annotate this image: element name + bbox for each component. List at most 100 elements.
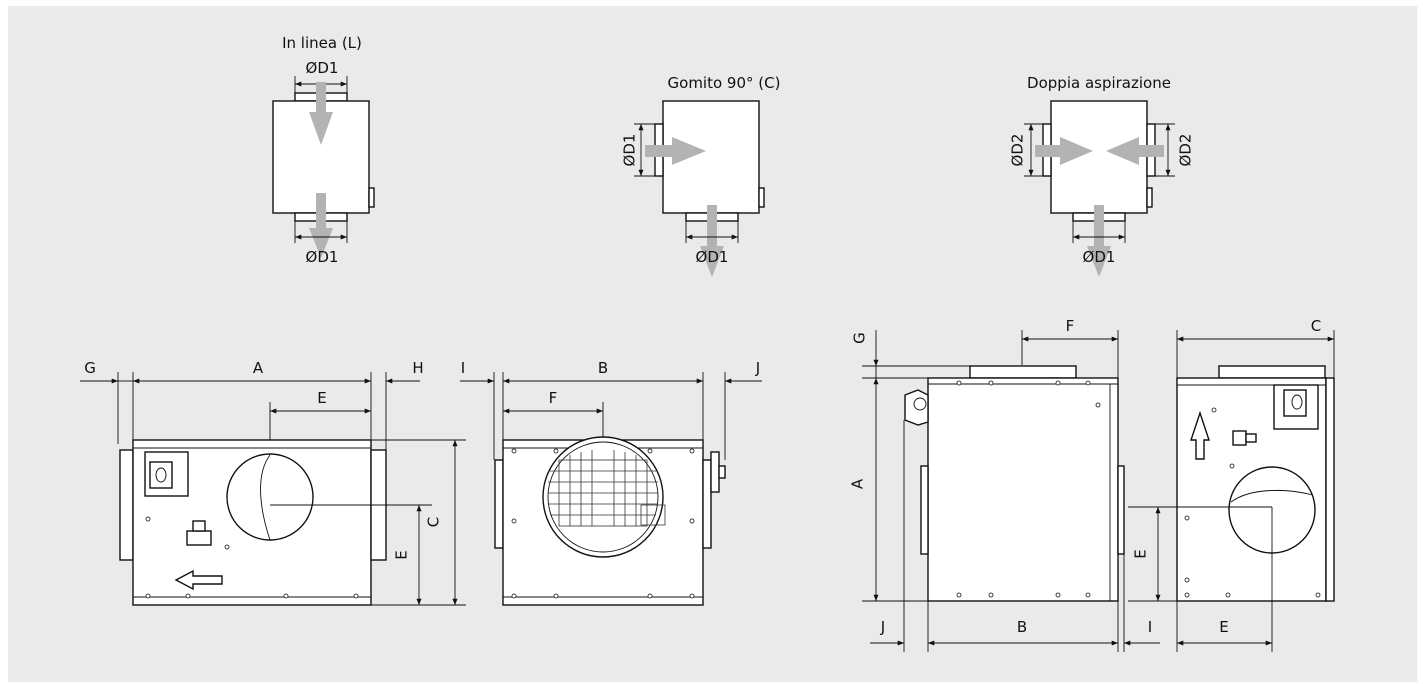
fan-box [662, 100, 760, 214]
side-terminal [368, 187, 375, 208]
side-terminal [758, 187, 765, 208]
config-title-gomito: Gomito 90° (C) [668, 74, 781, 92]
dim-label-a: A [849, 478, 867, 489]
unit-body [927, 377, 1119, 602]
dim-label-e: E [1219, 618, 1228, 636]
flow-arrow-icon [1106, 137, 1164, 165]
screw [647, 593, 653, 599]
dim-label-g: G [851, 332, 869, 344]
screw [1055, 380, 1061, 386]
view-front: G A H E [80, 359, 466, 606]
terminal-box-inner [1283, 389, 1307, 417]
impeller-curve [1230, 489, 1314, 503]
dim-label-b: B [1017, 618, 1027, 636]
config-in-linea: In linea (L) ØD1 ØD1 [272, 34, 375, 266]
terminal-plug [718, 465, 726, 479]
screw [988, 592, 994, 598]
view-inlet: I B J F [460, 359, 762, 606]
config-title-in-linea: In linea (L) [282, 34, 362, 52]
screw [689, 518, 695, 524]
screw [689, 593, 695, 599]
top-collar [969, 365, 1077, 379]
duct-label-bottom: ØD1 [696, 248, 729, 266]
flow-arrow-icon [1087, 205, 1111, 277]
side-collar [119, 449, 134, 561]
screw [553, 593, 559, 599]
dim-label-e-vertical: E [393, 550, 411, 559]
dim-label-c: C [1311, 317, 1321, 335]
screw [956, 380, 962, 386]
terminal-box-inner [149, 461, 173, 489]
flow-arrow-icon [1035, 137, 1093, 165]
duct-label-right: ØD2 [1177, 134, 1195, 167]
mounting-symbol [1232, 430, 1247, 446]
airflow-direction-icon [1190, 410, 1210, 460]
side-flange [1117, 465, 1125, 555]
dim-label-i: I [461, 359, 465, 377]
screw [185, 593, 191, 599]
dim-label-a: A [253, 359, 264, 377]
screw [1085, 380, 1091, 386]
terminal-knob [913, 397, 927, 411]
flow-arrow-icon [645, 137, 706, 165]
terminal-box-icon [710, 451, 720, 493]
airflow-direction-icon [174, 569, 223, 591]
screw [1184, 577, 1190, 583]
dim-label-h: H [412, 359, 423, 377]
impeller-curve [260, 454, 271, 541]
screw [1095, 402, 1101, 408]
side-flange [702, 459, 712, 549]
view-back: C E [1128, 317, 1335, 652]
dim-label-g: G [84, 359, 96, 377]
screw [1184, 515, 1190, 521]
screw [553, 448, 559, 454]
dim-label-j: J [880, 618, 885, 636]
side-terminal [1146, 187, 1153, 208]
duct-label-bottom: ØD1 [1083, 248, 1116, 266]
side-flange [920, 465, 929, 555]
terminal-knob [1291, 394, 1303, 410]
screw [283, 593, 289, 599]
side-panel [1325, 377, 1335, 602]
inlet-ring-inner [547, 441, 659, 553]
flow-arrow-icon [700, 205, 724, 277]
dim-label-j: J [755, 359, 760, 377]
screw [647, 448, 653, 454]
duct-label-left: ØD2 [1009, 134, 1027, 167]
dim-label-c: C [425, 517, 443, 527]
duct-label-bottom: ØD1 [306, 248, 339, 266]
duct-label-side: ØD1 [621, 134, 639, 167]
screw [956, 592, 962, 598]
dim-label-f: F [549, 389, 558, 407]
screw [353, 593, 359, 599]
fan-outlet-circle [226, 453, 314, 541]
screw [1184, 592, 1190, 598]
screw [689, 448, 695, 454]
view-side: F G A [849, 317, 1160, 652]
terminal-knob [155, 467, 167, 483]
flow-arrow-icon [309, 82, 333, 145]
flow-arrow-icon [309, 193, 333, 258]
screw [145, 593, 151, 599]
screw [511, 448, 517, 454]
screw [511, 593, 517, 599]
screw [511, 518, 517, 524]
dim-label-b: B [598, 359, 608, 377]
grille [548, 450, 666, 527]
screw [1225, 592, 1231, 598]
mounting-symbol-top [192, 520, 206, 532]
screw [1055, 592, 1061, 598]
screw [988, 380, 994, 386]
screw [1315, 592, 1321, 598]
config-doppia: Doppia aspirazione ØD2 ØD2 ØD1 [1009, 74, 1195, 277]
inlet-ring [542, 436, 664, 558]
screw [224, 544, 230, 550]
dim-label-i: I [1148, 618, 1152, 636]
duct-label-top: ØD1 [306, 59, 339, 77]
dim-label-e-vertical: E [1132, 549, 1150, 558]
screw [1211, 407, 1217, 413]
config-title-doppia: Doppia aspirazione [1027, 74, 1171, 92]
mounting-symbol [186, 530, 212, 546]
